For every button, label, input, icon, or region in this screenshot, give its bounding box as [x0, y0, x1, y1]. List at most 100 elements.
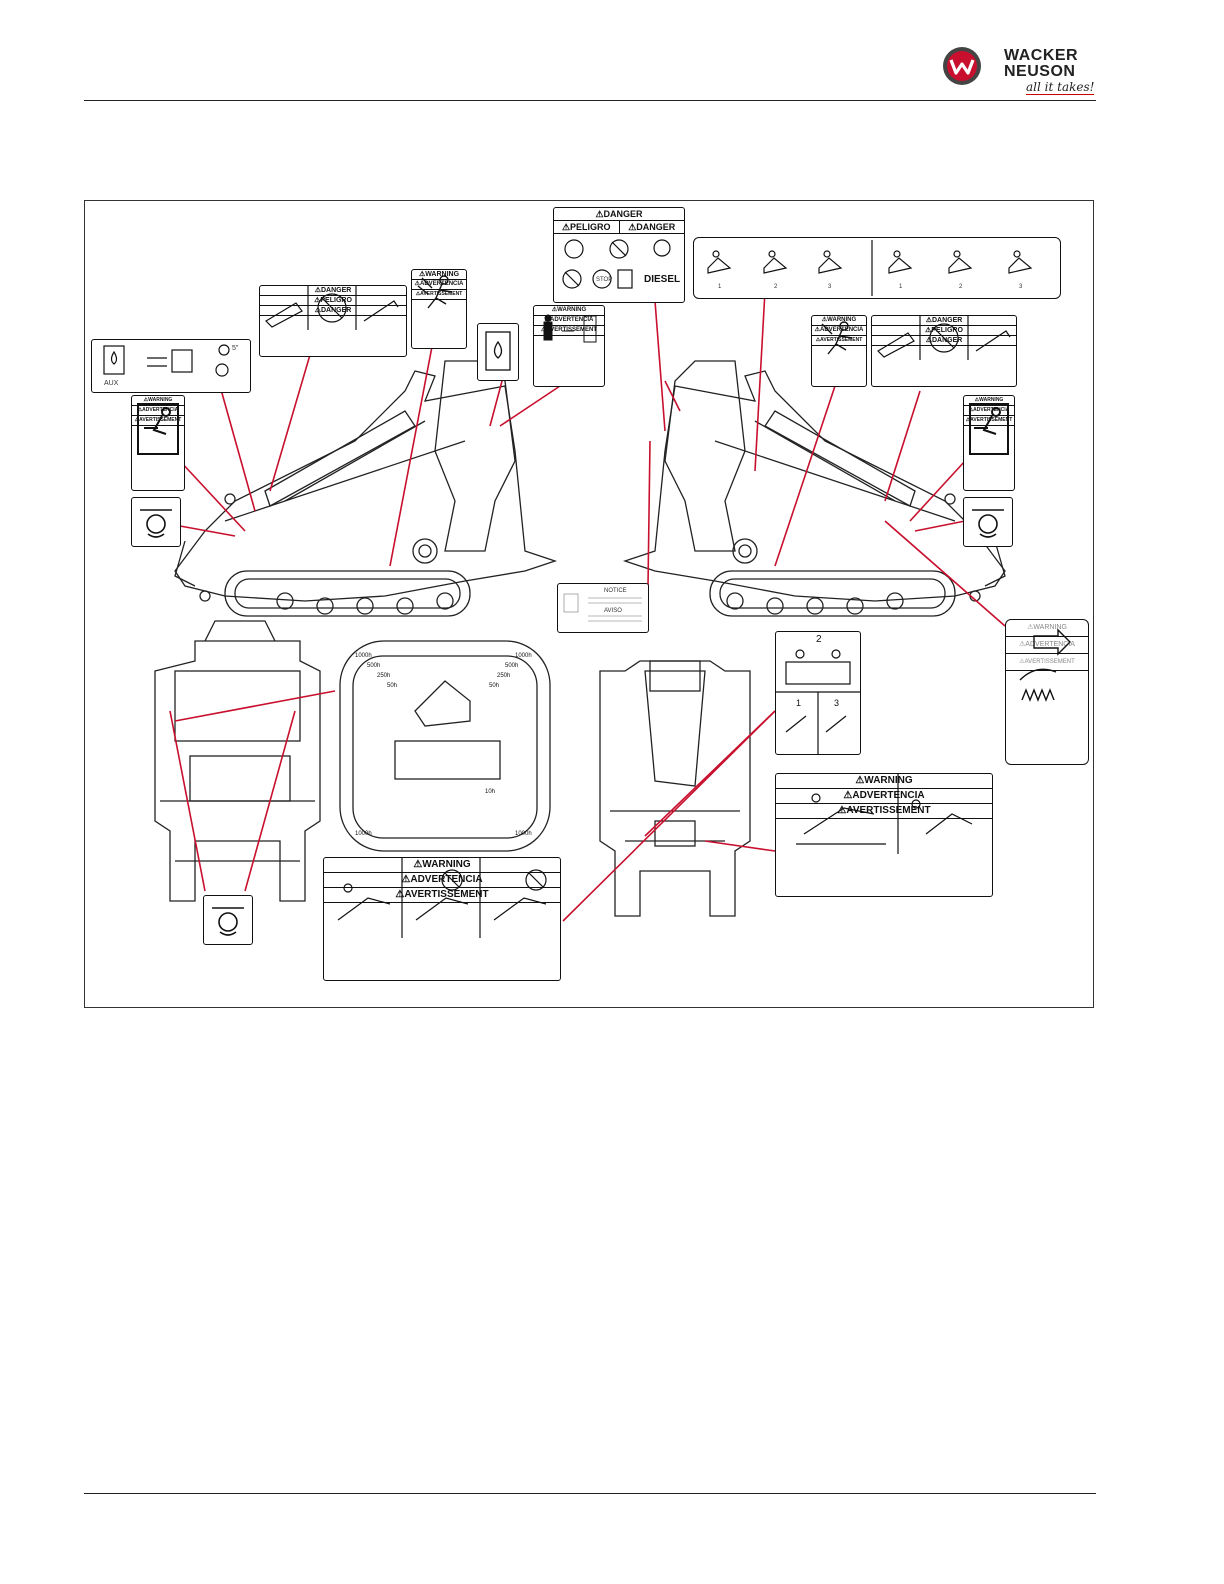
cp-250h-tl: 250h	[377, 673, 391, 679]
danger-fuel-label: ⚠DANGER ⚠PELIGRO ⚠DANGER STOP DIESEL	[553, 207, 685, 303]
lift-pictogram	[796, 774, 973, 854]
warning-hot-l2: ⚠ADVERTENCIA	[1006, 637, 1088, 654]
aux-time: 5"	[232, 345, 239, 352]
cp-50h-tl: 50h	[387, 683, 398, 689]
seq-step-3: 3	[828, 284, 832, 290]
danger-crush-right-label: ⚠DANGER ⚠PELIGRO ⚠DANGER	[871, 315, 1017, 387]
seq-step-1b: 1	[899, 284, 903, 290]
warning-lift-l3: ⚠AVERTISSEMENT	[776, 804, 992, 819]
machine-front-view	[599, 660, 751, 917]
warning-fall-left-label: ⚠WARNING ⚠ADVERTENCIA ⚠AVERTISSEMENT	[411, 269, 467, 349]
cp-500h-tr: 500h	[505, 663, 519, 669]
crush-hazard-right-pictogram	[877, 316, 1011, 360]
stop-text: STOP	[596, 277, 613, 283]
warning-lift-l1: ⚠WARNING	[776, 774, 992, 789]
fall-hazard-right-pictogram	[821, 321, 853, 355]
entanglement-right-label	[963, 497, 1013, 547]
machine-left-side-view	[174, 360, 558, 617]
warning-operator-l3: ⚠AVERTISSEMENT	[534, 326, 604, 336]
cp-1000h-bl: 1000h	[355, 831, 372, 837]
lever-operation-label: 2 1 3	[775, 631, 861, 755]
brand-name-line2: NEUSON	[1004, 63, 1076, 80]
warning-bottom-l1: ⚠WARNING	[324, 858, 560, 873]
cp-10h: 10h	[485, 789, 496, 795]
seq-step-1: 1	[718, 284, 722, 290]
notice-plate-l1: NOTICE	[604, 588, 627, 594]
danger-crush-right-l1: ⚠DANGER	[872, 316, 1016, 326]
danger-crush-right-l2: ⚠PELIGRO	[872, 326, 1016, 336]
warning-fall-left-l1: ⚠WARNING	[412, 270, 466, 280]
hydraulic-fluid-label	[477, 323, 519, 381]
entanglement-icon	[140, 509, 172, 538]
warning-fall-right-label: ⚠WARNING ⚠ADVERTENCIA ⚠AVERTISSEMENT	[811, 315, 867, 387]
seq-step-2: 2	[774, 284, 778, 290]
brand-logo: WACKER NEUSON all it takes!	[942, 42, 1102, 96]
decal-location-figure: ⚠DANGER ⚠PELIGRO ⚠DANGER STOP DIESEL	[84, 200, 1094, 1008]
aux-label: AUX 5"	[91, 339, 251, 393]
lever-step-3: 3	[834, 698, 840, 708]
warning-pinch-right-l1: ⚠WARNING	[964, 396, 1014, 406]
entanglement-right-icon	[972, 509, 1004, 538]
warning-hot-l3: ⚠AVERTISSEMENT	[1006, 654, 1088, 671]
lever-step-2: 2	[816, 634, 822, 645]
warning-operator-label: ⚠WARNING ⚠ADVERTENCIA ⚠AVERTISSEMENT	[533, 305, 605, 387]
warning-pinch-right-l2: ⚠ADVERTENCIA	[964, 406, 1014, 416]
danger-fuel-title: ⚠DANGER	[554, 208, 684, 221]
machine-drawing	[154, 290, 1006, 922]
cp-1000h-br: 1000h	[515, 831, 532, 837]
aux-text: AUX	[104, 380, 119, 387]
warning-pinch-left-l1: ⚠WARNING	[132, 396, 184, 406]
operator-pictogram	[543, 314, 597, 343]
warning-pinch-left-l3: ⚠AVERTISSEMENT	[132, 416, 184, 426]
loading-sequence-pictograms	[707, 240, 1033, 296]
warning-lift-l2: ⚠ADVERTENCIA	[776, 789, 992, 804]
fall-hazard-pictogram	[417, 275, 453, 309]
pinch-hazard-pictogram	[137, 403, 179, 455]
brand-name-line1: WACKER	[1004, 47, 1079, 64]
notice-plate-lines	[563, 593, 642, 622]
cp-250h-tr: 250h	[497, 673, 511, 679]
cp-50h-tr: 50h	[489, 683, 500, 689]
warning-lift-label: ⚠WARNING ⚠ADVERTENCIA ⚠AVERTISSEMENT	[775, 773, 993, 897]
cp-1000h-tl: 1000h	[355, 653, 372, 659]
lever-step-1: 1	[796, 698, 802, 708]
danger-crush-right-l3: ⚠DANGER	[872, 336, 1016, 346]
danger-fuel-peligro: ⚠PELIGRO	[554, 221, 620, 233]
seq-step-3b: 3	[1019, 284, 1023, 290]
warning-pinch-left-label: ⚠WARNING ⚠ADVERTENCIA ⚠AVERTISSEMENT	[131, 395, 185, 491]
warning-hot-surface-label: ⚠WARNING ⚠ADVERTENCIA ⚠AVERTISSEMENT	[1005, 619, 1089, 765]
aux-pictogram	[103, 344, 230, 377]
entanglement-rear-label	[203, 895, 253, 945]
wacker-neuson-logo-icon	[943, 47, 981, 85]
pinch-hazard-right-pictogram	[969, 403, 1009, 455]
fuel-hazard-icons	[562, 239, 671, 289]
danger-crush-left-l2: ⚠PELIGRO	[260, 296, 406, 306]
warning-fall-right-l1: ⚠WARNING	[812, 316, 866, 326]
entanglement-left-label	[131, 497, 181, 547]
machine-rear-view	[154, 620, 321, 902]
control-panel-display	[394, 740, 501, 780]
warning-operator-l1: ⚠WARNING	[534, 306, 604, 316]
control-panel-outline	[339, 640, 551, 852]
danger-crush-left-l3: ⚠DANGER	[260, 306, 406, 316]
warning-pinch-right-label: ⚠WARNING ⚠ADVERTENCIA ⚠AVERTISSEMENT	[963, 395, 1015, 491]
warning-operator-l2: ⚠ADVERTENCIA	[534, 316, 604, 326]
bottom-warning-pictogram	[337, 858, 547, 938]
seq-step-2b: 2	[959, 284, 963, 290]
hot-surface-pictogram	[1019, 628, 1071, 702]
danger-crush-left-l1: ⚠DANGER	[260, 286, 406, 296]
brand-tagline: all it takes!	[1026, 80, 1095, 95]
cp-1000h-tr: 1000h	[515, 653, 532, 659]
lever-pictogram	[776, 649, 860, 754]
crush-hazard-pictogram	[265, 286, 399, 330]
machine-right-side-view	[622, 360, 1006, 617]
notice-plate: NOTICE AVISO	[557, 583, 649, 633]
danger-fuel-danger: ⚠DANGER	[628, 222, 676, 232]
diesel-text: DIESEL	[644, 274, 681, 285]
warning-bottom-label: ⚠WARNING ⚠ADVERTENCIA ⚠AVERTISSEMENT	[323, 857, 561, 981]
warning-bottom-l3: ⚠AVERTISSEMENT	[324, 888, 560, 903]
warning-pinch-left-l2: ⚠ADVERTENCIA	[132, 406, 184, 416]
footer-rule	[84, 1493, 1096, 1494]
cp-500h-tl: 500h	[367, 663, 381, 669]
entanglement-rear-icon	[212, 907, 244, 936]
